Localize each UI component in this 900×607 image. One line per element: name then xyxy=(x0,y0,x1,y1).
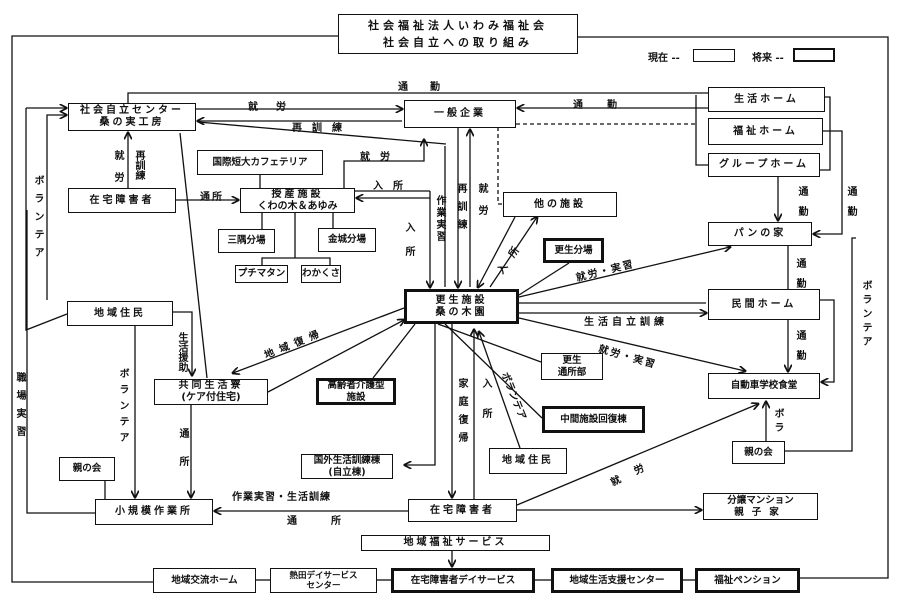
edge-label: 生活自立訓練 xyxy=(584,317,668,328)
legend-future-box xyxy=(793,48,835,62)
legend-current-label: 現在 -- xyxy=(648,53,680,64)
legend-current-box xyxy=(693,49,735,62)
node-zaitaku-top: 在宅障害者 xyxy=(68,188,176,213)
node-line: 桑の実工房 xyxy=(99,117,165,128)
node-driving-school-cafeteria: 自動車学校食堂 xyxy=(708,373,820,399)
node-parents-left: 親の会 xyxy=(59,457,115,481)
node-line: 社会自立センター xyxy=(80,105,184,116)
node-line: センター xyxy=(306,580,341,591)
node-line: 桑の木園 xyxy=(435,306,488,318)
node-minkan-home: 民間ホーム xyxy=(708,289,820,320)
node-jusan-facility: 授産施設くわの木＆あゆみ xyxy=(240,188,355,213)
node-line: 更生 xyxy=(562,354,582,366)
node-line: (ケア付住宅) xyxy=(181,392,241,403)
node-kanagi-branch: 金城分場 xyxy=(318,228,376,252)
edge-label: 入所 xyxy=(480,378,491,438)
node-seikatsu-home: 生活ホーム xyxy=(708,87,825,112)
title-line-2: 社会自立への取り組み xyxy=(383,36,533,49)
node-wakakusa: わかくさ xyxy=(301,265,341,283)
diagram-title: 社会福祉法人いわみ福祉会 社会自立への取り組み xyxy=(338,14,578,54)
node-line: 分譲マンション xyxy=(727,494,794,506)
node-kokugai-training: 国外生活訓練棟(自立棟) xyxy=(301,454,393,479)
node-line: 授産施設 xyxy=(271,188,324,200)
edge-label: 職場実習 xyxy=(14,372,25,444)
edge-label: 通勤 xyxy=(796,186,807,226)
node-line: 熱田デイサービス xyxy=(289,570,358,581)
node-residents-left: 地域住民 xyxy=(67,301,173,326)
edge-label: 通勤 xyxy=(573,100,641,111)
edge-label: 就労 xyxy=(476,183,487,227)
node-zaitaku-day-service: 在宅障害者デイサービス xyxy=(391,568,535,593)
edge-label: 通所 xyxy=(200,192,224,203)
edge-label: 再訓練 xyxy=(292,123,352,134)
node-line: くわの木＆あゆみ xyxy=(257,200,338,212)
node-small-workshop: 小規模作業所 xyxy=(95,499,213,525)
node-line: 国外生活訓練棟 xyxy=(313,454,381,466)
node-exchange-home: 地域交流ホーム xyxy=(153,568,256,593)
edge-label: 入所 xyxy=(403,222,414,270)
node-group-home: グループホーム xyxy=(708,153,820,177)
edge-label: 通所 xyxy=(287,516,375,527)
edge-label: 就労 xyxy=(112,150,123,194)
edge-label: 入所 xyxy=(373,181,413,192)
edge-label: 再訓練 xyxy=(455,183,466,237)
node-kyodo-seikatsu: 共同生活寮(ケア付住宅) xyxy=(154,379,268,405)
edge-label: 作業実習・生活訓練 xyxy=(232,492,331,503)
edge-label: ボランテア xyxy=(860,280,871,350)
node-other-facility: 他の施設 xyxy=(503,192,617,217)
node-line: 高齢者介護型 xyxy=(327,379,385,391)
node-pan-house: パンの家 xyxy=(708,222,812,246)
node-kosei-facility: 更生施設桑の木園 xyxy=(404,289,519,324)
node-support-center: 地域生活支援センター xyxy=(551,568,683,593)
edge-label: 就労 xyxy=(360,152,400,163)
node-line: 共同生活寮 xyxy=(178,380,244,391)
node-welfare-pension: 福祉ペンション xyxy=(695,568,800,593)
node-chukan-facility: 中間施設回復棟 xyxy=(542,406,645,433)
node-line: (自立棟) xyxy=(328,466,366,478)
edge-label: ボラ xyxy=(772,408,783,436)
node-welfare-service: 地域福祉サービス xyxy=(361,535,550,551)
edge-label: 通勤 xyxy=(794,258,805,298)
node-atsuta-day-service: 熱田デイサービスセンター xyxy=(270,568,377,593)
node-mansion: 分譲マンション親子家 xyxy=(703,493,818,520)
node-social-independence-center: 社会自立センター桑の実工房 xyxy=(68,103,196,131)
node-line: 通所部 xyxy=(557,366,587,378)
edge-label: 家庭復帰 xyxy=(456,378,467,450)
edge-label: 通勤 xyxy=(794,330,805,370)
node-misumi-branch: 三隅分場 xyxy=(218,229,275,253)
edge-label: 生活援助 xyxy=(176,332,187,372)
edge-label: 通勤 xyxy=(845,186,856,226)
node-puchimatan: プチマタン xyxy=(235,265,288,283)
node-zaitaku-bottom: 在宅障害者 xyxy=(408,499,517,522)
legend-future-label: 将来 -- xyxy=(752,53,784,64)
node-cafeteria: 国際短大カフェテリア xyxy=(197,150,323,175)
node-kosei-tsusho: 更生通所部 xyxy=(541,353,603,380)
edge-label: 再訓練 xyxy=(133,150,144,180)
node-general-company: 一般企業 xyxy=(404,100,516,128)
edge-label: 通所 xyxy=(177,428,188,484)
node-residents-right: 地域住民 xyxy=(489,448,567,474)
edge-label: 通勤 xyxy=(398,82,462,93)
node-line: 親子家 xyxy=(734,506,787,518)
title-line-1: 社会福祉法人いわみ福祉会 xyxy=(368,19,548,32)
node-line: 更生施設 xyxy=(435,294,488,306)
node-parents-right: 親の会 xyxy=(732,441,785,464)
node-fukushi-home: 福祉ホーム xyxy=(708,118,823,145)
edge-label: ボランテア xyxy=(32,175,43,265)
node-line: 施設 xyxy=(346,391,366,403)
edge-label: 作業実習 xyxy=(434,195,445,243)
edge-label: ボランテア xyxy=(117,368,128,448)
edge-label: 就労 xyxy=(248,102,304,113)
node-elderly-care: 高齢者介護型施設 xyxy=(316,378,396,405)
node-kosei-branch: 更生分場 xyxy=(543,238,604,263)
